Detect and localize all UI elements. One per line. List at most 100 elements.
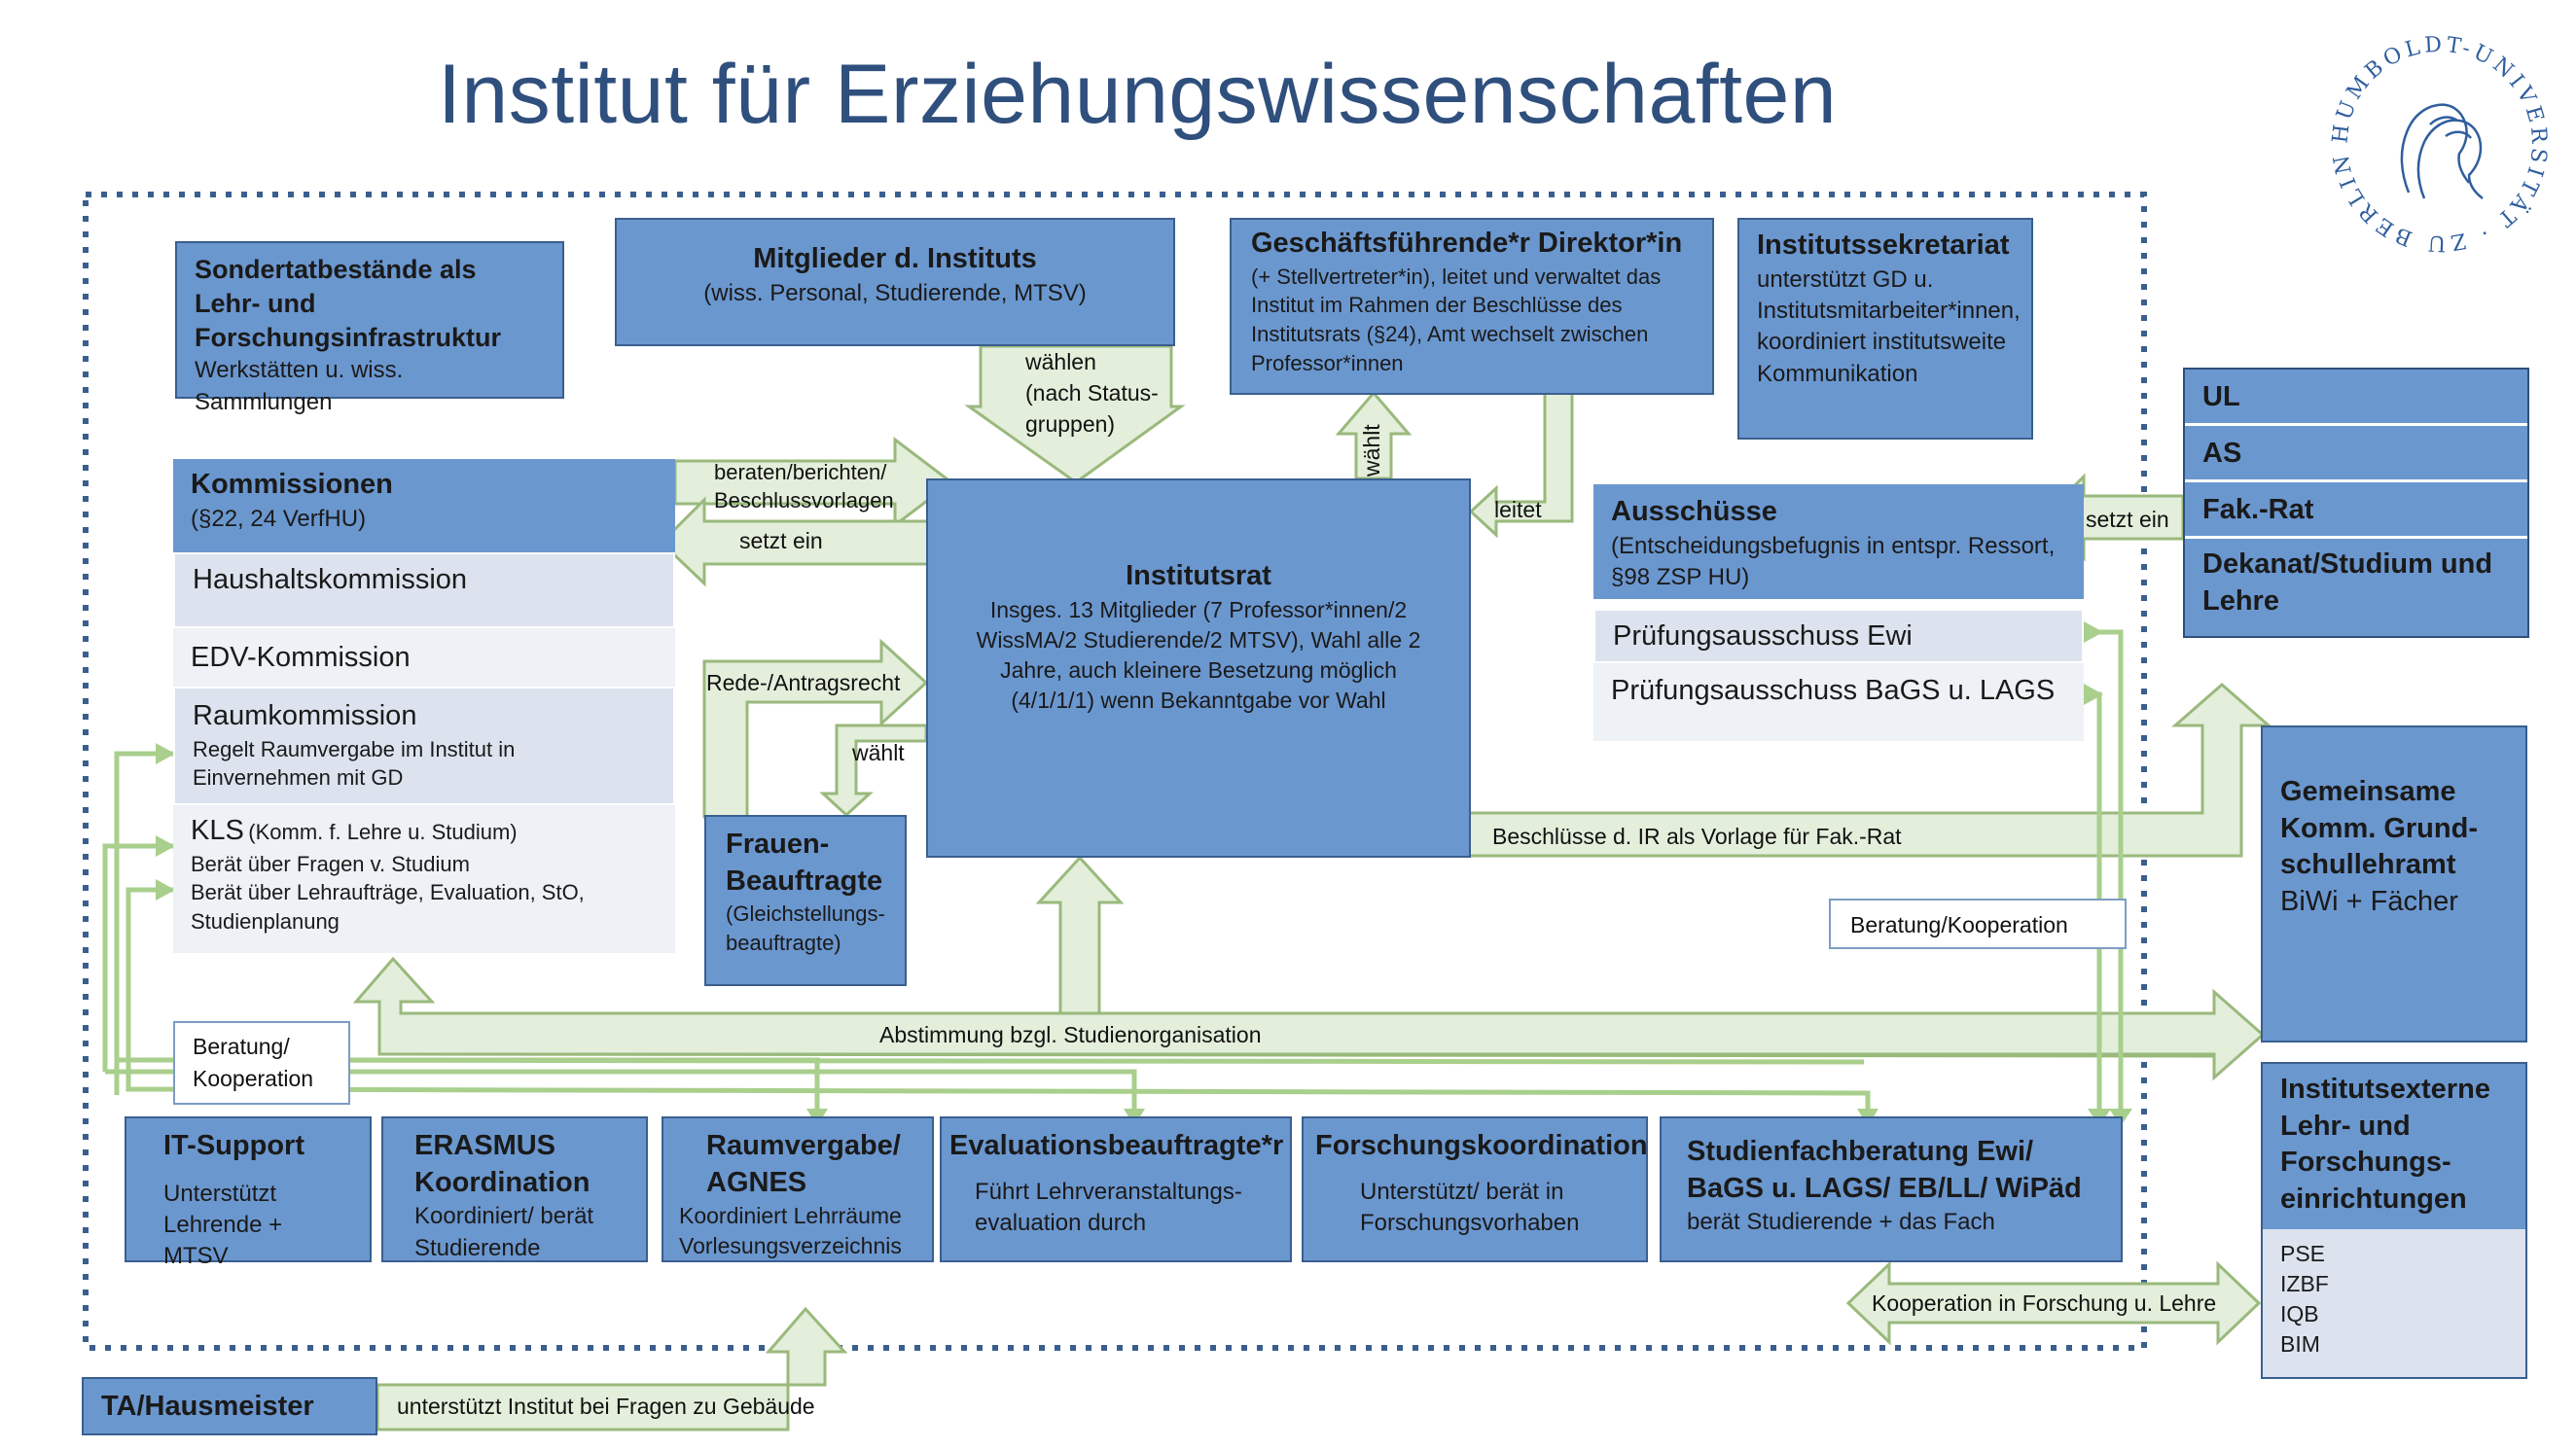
- extern-list: PSE IZBF IQB BIM: [2263, 1229, 2525, 1377]
- arrow-ir-up: [1035, 855, 1125, 1015]
- box-it-support: IT-Support Unterstützt Lehrende + MTSV: [125, 1116, 372, 1269]
- forschung-text: Unterstützt/ berät in Forschungsvorhaben: [1360, 1178, 1580, 1237]
- box-direktor: Geschäftsführende*r Direktor*in (+ Stell…: [1230, 218, 1714, 395]
- box-institutsexterne: Institutsexterne Lehr- und Forschungs-ei…: [2261, 1062, 2527, 1379]
- box-sondertatbestaende: Sondertatbestände als Lehr- und Forschun…: [175, 241, 564, 415]
- erasmus-title: ERASMUS Koordination: [414, 1130, 590, 1198]
- box-kls: KLS (Komm. f. Lehre u. Studium) Berät üb…: [173, 805, 675, 953]
- raum-text: Regelt Raumvergabe im Institut in Einver…: [193, 736, 516, 791]
- label-setzt-ein-left: setzt ein: [739, 528, 823, 553]
- as-label: AS: [2185, 426, 2527, 482]
- ausschuesse-text: (Entscheidungsbefugnis in entspr. Ressor…: [1611, 532, 2056, 591]
- extern-title: Institutsexterne Lehr- und Forschungs-ei…: [2280, 1074, 2490, 1216]
- edv-label: EDV-Kommission: [191, 642, 411, 673]
- label-leitet: leitet: [1494, 497, 1542, 522]
- kls-sub: (Komm. f. Lehre u. Studium): [248, 820, 518, 844]
- box-institutsrat: Institutsrat Insges. 13 Mitglieder (7 Pr…: [926, 478, 1471, 858]
- arrow-setzt-ein-left: [659, 496, 931, 587]
- box-studienfachberatung: Studienfachberatung Ewi/ BaGS u. LAGS/ E…: [1660, 1116, 2123, 1262]
- sekretariat-text: unterstützt GD u. Institutsmitarbeiter*i…: [1757, 265, 2021, 387]
- box-pruefungsausschuss-bags: Prüfungsausschuss BaGS u. LAGS: [1593, 663, 2084, 741]
- mitglieder-title: Mitglieder d. Instituts: [753, 243, 1037, 274]
- box-frauenbeauftragte: Frauen-Beauftragte (Gleichstellungs-beau…: [704, 815, 907, 986]
- arrow-abstimmung-main: [352, 956, 2266, 1081]
- kls-title: KLS: [191, 815, 244, 846]
- box-raumvergabe: Raumvergabe/ AGNES Koordiniert Lehrräume…: [662, 1116, 934, 1262]
- kls-text: Berät über Fragen v. Studium Berät über …: [191, 851, 585, 935]
- ul-label: UL: [2185, 370, 2527, 426]
- raumvergabe-text: Koordiniert Lehrräume Vorlesungsverzeich…: [679, 1203, 902, 1259]
- box-ta-hausmeister: TA/Hausmeister: [82, 1377, 377, 1435]
- direktor-text: (+ Stellvertreter*in), leitet und verwal…: [1251, 264, 1662, 375]
- label-setzt-ein-right: setzt ein: [2086, 507, 2169, 532]
- sondertat-title: Sondertatbestände als Lehr- und Forschun…: [195, 255, 502, 353]
- label-waehlen: wählen (nach Status- gruppen): [1025, 349, 1159, 438]
- sekretariat-title: Institutssekretariat: [1757, 230, 2010, 261]
- kommissionen-title: Kommissionen: [191, 469, 393, 500]
- label-beratung-kooperation-left: Beratung/ Kooperation: [173, 1021, 350, 1105]
- arrow-beraten: [673, 436, 954, 529]
- box-mitglieder: Mitglieder d. Instituts (wiss. Personal,…: [615, 218, 1175, 346]
- forschung-title: Forschungskoordination: [1315, 1130, 1648, 1161]
- fak-rat-label: Fak.-Rat: [2185, 482, 2527, 539]
- label-waehlt-up: wählt: [1359, 424, 1384, 477]
- sondertat-text: Werkstätten u. wiss. Sammlungen: [195, 357, 404, 415]
- gemeinsame-text: BiWi + Fächer: [2280, 886, 2458, 918]
- arrow-ta: [376, 1306, 848, 1431]
- it-text: Unterstützt Lehrende + MTSV: [163, 1180, 283, 1270]
- frauen-title: Frauen-Beauftragte: [726, 829, 883, 897]
- box-erasmus: ERASMUS Koordination Koordiniert/ berät …: [381, 1116, 648, 1262]
- box-gemeinsame-kommission: Gemeinsame Komm. Grund-schullehramt BiWi…: [2261, 725, 2527, 1043]
- box-edv-kommission: EDV-Kommission: [173, 628, 675, 687]
- box-raumkommission: Raumkommission Regelt Raumvergabe im Ins…: [173, 687, 675, 805]
- box-kommissionen: Kommissionen (§22, 24 VerfHU): [173, 459, 675, 552]
- page-title: Institut für Erziehungswissenschaften: [438, 48, 1838, 141]
- institutsrat-title: Institutsrat: [1126, 560, 1271, 591]
- box-pruefungsausschuss-ewi: Prüfungsausschuss Ewi: [1593, 609, 2084, 663]
- raum-title: Raumkommission: [193, 700, 417, 731]
- direktor-title: Geschäftsführende*r Direktor*in: [1251, 228, 1683, 259]
- raumvergabe-title: Raumvergabe/ AGNES: [706, 1130, 901, 1198]
- pruefung-ewi-label: Prüfungsausschuss Ewi: [1613, 620, 1913, 652]
- label-kooperation-forschung: Kooperation in Forschung u. Lehre: [1872, 1290, 2217, 1316]
- arrow-waehlt-up: [1335, 390, 1413, 480]
- institute-boundary: [83, 192, 2147, 1351]
- dekanat-label: Dekanat/Studium und Lehre: [2202, 548, 2493, 617]
- label-rede: Rede-/Antragsrecht: [706, 670, 901, 695]
- evaluation-text: Führt Lehrveranstaltungs-evaluation durc…: [975, 1178, 1242, 1237]
- haushalt-label: Haushaltskommission: [193, 564, 468, 595]
- arrow-rede: [702, 638, 929, 819]
- label-waehlt-frauen: wählt: [852, 740, 905, 765]
- arrow-waehlen: [964, 344, 1186, 484]
- studienfach-title: Studienfachberatung Ewi/ BaGS u. LAGS/ E…: [1687, 1136, 2082, 1204]
- gemeinsame-title: Gemeinsame Komm. Grund-schullehramt: [2280, 776, 2478, 881]
- mitglieder-text: (wiss. Personal, Studierende, MTSV): [703, 279, 1087, 306]
- box-sekretariat: Institutssekretariat unterstützt GD u. I…: [1737, 218, 2033, 440]
- university-seal-icon: HUMBOLDT-UNIVERSITÄT · ZU BERLIN ·: [2323, 27, 2547, 255]
- erasmus-text: Koordiniert/ berät Studierende: [414, 1203, 594, 1261]
- frauen-text: (Gleichstellungs-beauftragte): [726, 901, 885, 956]
- label-ta-text: unterstützt Institut bei Fragen zu Gebäu…: [397, 1394, 815, 1419]
- studienfach-text: berät Studierende + das Fach: [1687, 1209, 1995, 1236]
- box-ul-stack: UL AS Fak.-Rat Dekanat/Studium und Lehre: [2183, 368, 2529, 638]
- evaluation-title: Evaluationsbeauftragte*r: [949, 1130, 1284, 1161]
- arrow-leitet: [1468, 391, 1574, 539]
- label-beschluesse: Beschlüsse d. IR als Vorlage für Fak.-Ra…: [1492, 824, 1902, 849]
- label-abstimmung: Abstimmung bzgl. Studienorganisation: [879, 1022, 1262, 1047]
- box-evaluation: Evaluationsbeauftragte*r Führt Lehrveran…: [940, 1116, 1292, 1262]
- it-title: IT-Support: [163, 1130, 304, 1161]
- kommissionen-subtitle: (§22, 24 VerfHU): [191, 505, 367, 532]
- ausschuesse-title: Ausschüsse: [1611, 496, 1777, 527]
- institutsrat-text: Insges. 13 Mitglieder (7 Professor*innen…: [976, 596, 1421, 713]
- box-ausschuesse: Ausschüsse (Entscheidungsbefugnis in ent…: [1593, 484, 2084, 599]
- label-beratung-kooperation-right: Beratung/Kooperation: [1829, 899, 2127, 949]
- arrow-beschluesse: [1467, 683, 2272, 858]
- arrow-kooperation: [1845, 1260, 2262, 1346]
- label-beraten: beraten/berichten/ Beschlussvorlagen: [714, 460, 894, 512]
- pruefung-bags-label: Prüfungsausschuss BaGS u. LAGS: [1611, 675, 2056, 706]
- box-haushaltskommission: Haushaltskommission: [173, 552, 675, 628]
- arrow-waehlt-frauen: [819, 724, 928, 818]
- ta-title: TA/Hausmeister: [101, 1391, 314, 1422]
